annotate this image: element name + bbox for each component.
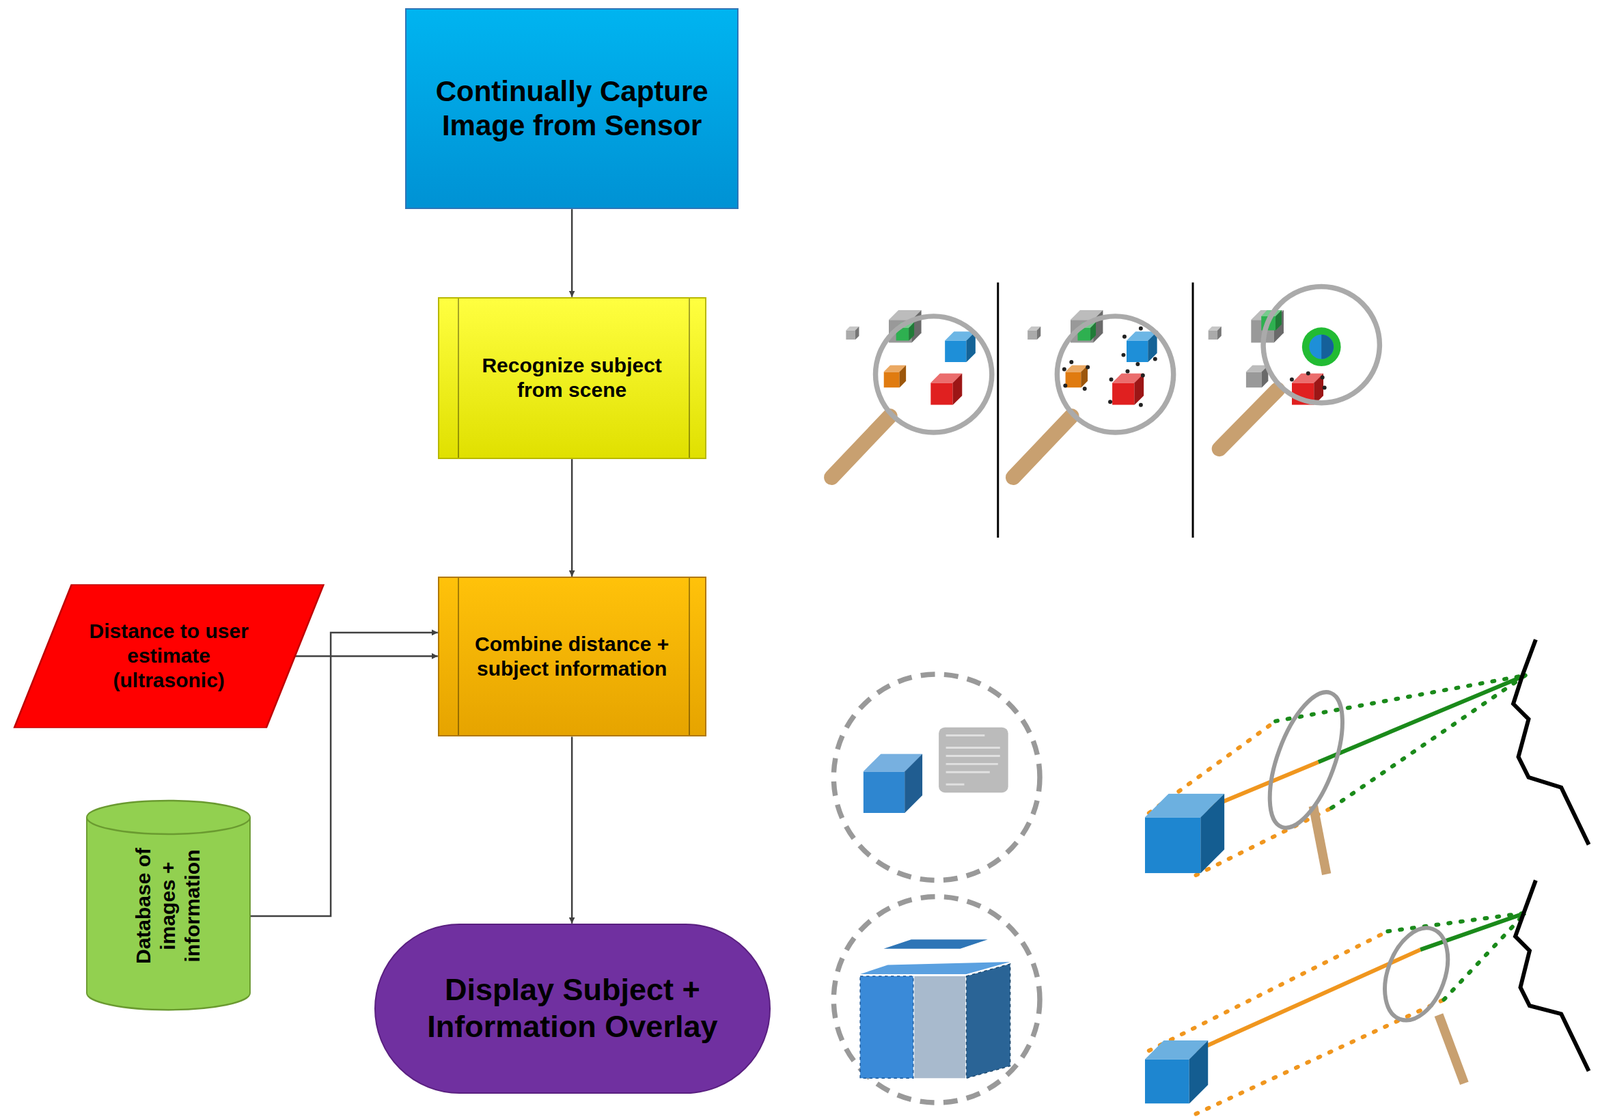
process-box: Continually Capture Image from Sensor — [405, 8, 739, 210]
search-panel — [1207, 286, 1380, 449]
node-label: Database of images + information — [131, 821, 205, 990]
viewing-geometry — [1145, 639, 1590, 876]
flow-arrow — [571, 736, 574, 923]
subprocess-rule — [457, 298, 460, 458]
flow-arrow — [571, 459, 574, 577]
exploded-cube-bubble — [833, 896, 1040, 1103]
node-label: Distance to user estimate (ultrasonic) — [78, 618, 260, 693]
node-label: Recognize subject from scene — [466, 353, 678, 403]
subprocess-rule — [457, 577, 460, 736]
flow-arrow — [571, 209, 574, 297]
subprocess-box: Recognize subject from scene — [437, 297, 707, 460]
subprocess-rule — [688, 298, 691, 458]
subprocess-box: Combine distance + subject information — [437, 576, 707, 737]
terminal-pill: Display Subject + Information Overlay — [374, 923, 771, 1094]
search-panel — [1013, 310, 1174, 478]
node-label: Continually Capture Image from Sensor — [420, 74, 724, 144]
search-panel — [831, 310, 992, 478]
viewing-geometry — [1145, 880, 1590, 1115]
database-cylinder: Database of images + information — [86, 800, 251, 1010]
divider — [996, 282, 999, 538]
subprocess-rule — [688, 577, 691, 736]
node-label: Combine distance + subject information — [466, 631, 678, 682]
input-parallelogram: Distance to user estimate (ultrasonic) — [14, 584, 324, 728]
flow-arrow — [295, 655, 438, 658]
info-bubble — [833, 674, 1040, 881]
node-label: Display Subject + Information Overlay — [403, 971, 742, 1046]
divider — [1192, 282, 1195, 538]
